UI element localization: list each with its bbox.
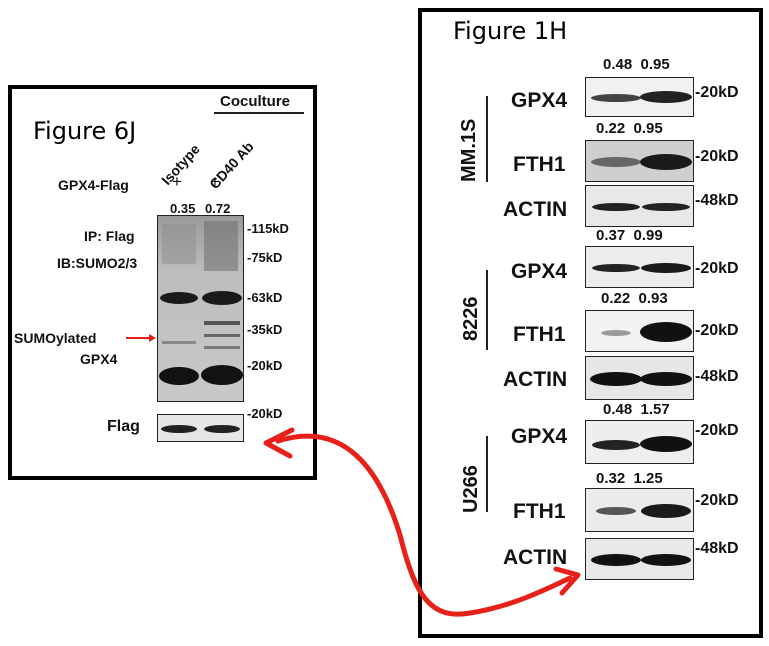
mm1s-gpx4-values: 0.48 0.95: [603, 56, 670, 73]
mm1s-actin-label: ACTIN: [503, 198, 568, 221]
u266-actin-label: ACTIN: [503, 546, 568, 569]
u266-gpx4-value-2: 1.57: [640, 401, 670, 418]
gpx4-flag-label: GPX4-Flag: [58, 177, 129, 193]
8226-gpx4-values: 0.37 0.99: [596, 227, 663, 244]
mm1s-gpx4-value-2: 0.95: [640, 56, 670, 73]
mm1s-fth1-value-1: 0.22: [596, 120, 626, 137]
8226-actin-blot: [585, 356, 694, 400]
8226-gpx4-value-2: 0.99: [633, 227, 663, 244]
mm1s-gpx4-blot: [585, 77, 694, 117]
marker-63kd: -63kD: [247, 290, 283, 305]
coculture-underline: [214, 112, 304, 114]
gpx4-flag-plus-2: +: [210, 172, 220, 191]
mm1s-fth1-marker: -20kD: [695, 148, 739, 165]
8226-gpx4-blot: [585, 246, 694, 288]
figure-6j-title: Figure 6J: [33, 117, 137, 145]
u266-fth1-blot: [585, 488, 694, 532]
u266-actin-blot: [585, 538, 694, 580]
ib-label: IB:SUMO2/3: [57, 255, 138, 271]
value-cd40ab: 0.72: [205, 201, 231, 216]
8226-gpx4-marker: -20kD: [695, 260, 739, 277]
ip-blot-image: [158, 216, 243, 401]
u266-bracket: [486, 436, 488, 512]
8226-fth1-values: 0.22 0.93: [601, 290, 668, 307]
ip-label: IP: Flag: [84, 228, 135, 244]
mm1s-actin-marker: -48kD: [695, 192, 739, 209]
mm1s-fth1-value-2: 0.95: [633, 120, 663, 137]
flag-blot-image: [161, 425, 240, 433]
8226-fth1-marker: -20kD: [695, 322, 739, 339]
mm1s-fth1-label: FTH1: [513, 153, 566, 176]
u266-gpx4-marker: -20kD: [695, 422, 739, 439]
8226-bracket: [486, 270, 488, 350]
figure-1h-title: Figure 1H: [453, 17, 568, 45]
8226-fth1-label: FTH1: [513, 323, 566, 346]
mm1s-fth1-values: 0.22 0.95: [596, 120, 663, 137]
8226-gpx4-label: GPX4: [511, 260, 568, 283]
link-curve-arrow: [275, 433, 573, 617]
value-isotype: 0.35: [170, 201, 196, 216]
8226-fth1-blot: [585, 310, 694, 352]
mm1s-actin-blot: [585, 185, 694, 227]
gpx4-flag-plus-1: +: [172, 172, 182, 191]
marker-115kd: -115kD: [247, 221, 289, 236]
u266-actin-marker: -48kD: [695, 540, 739, 557]
u266-gpx4-blot: [585, 420, 694, 464]
u266-fth1-values: 0.32 1.25: [596, 470, 663, 487]
ip-blot: [157, 215, 244, 402]
u266-fth1-value-2: 1.25: [633, 470, 663, 487]
8226-actin-label: ACTIN: [503, 368, 568, 391]
marker-20kd: -20kD: [247, 358, 283, 373]
8226-actin-marker: -48kD: [695, 368, 739, 385]
coculture-label: Coculture: [220, 93, 291, 110]
mm1s-fth1-blot: [585, 140, 694, 182]
u266-fth1-label: FTH1: [513, 500, 566, 523]
flag-label: Flag: [107, 418, 140, 435]
mm1s-bracket: [486, 96, 488, 182]
u266-gpx4-values: 0.48 1.57: [603, 401, 670, 418]
flag-blot: [157, 414, 244, 442]
sumoylated-label: SUMOylated: [14, 330, 97, 346]
u266-gpx4-label: GPX4: [511, 425, 568, 448]
8226-fth1-value-1: 0.22: [601, 290, 631, 307]
marker-75kd: -75kD: [247, 250, 283, 265]
8226-fth1-value-2: 0.93: [638, 290, 668, 307]
mm1s-gpx4-marker: -20kD: [695, 84, 739, 101]
marker-35kd: -35kD: [247, 322, 283, 337]
u266-fth1-value-1: 0.32: [596, 470, 626, 487]
u266-fth1-marker: -20kD: [695, 492, 739, 509]
flag-marker-20kd: -20kD: [247, 406, 283, 421]
u266-gpx4-value-1: 0.48: [603, 401, 633, 418]
sumoylated-gpx4-label: GPX4: [80, 351, 118, 367]
mm1s-gpx4-value-1: 0.48: [603, 56, 633, 73]
8226-gpx4-value-1: 0.37: [596, 227, 626, 244]
mm1s-gpx4-label: GPX4: [511, 89, 568, 112]
